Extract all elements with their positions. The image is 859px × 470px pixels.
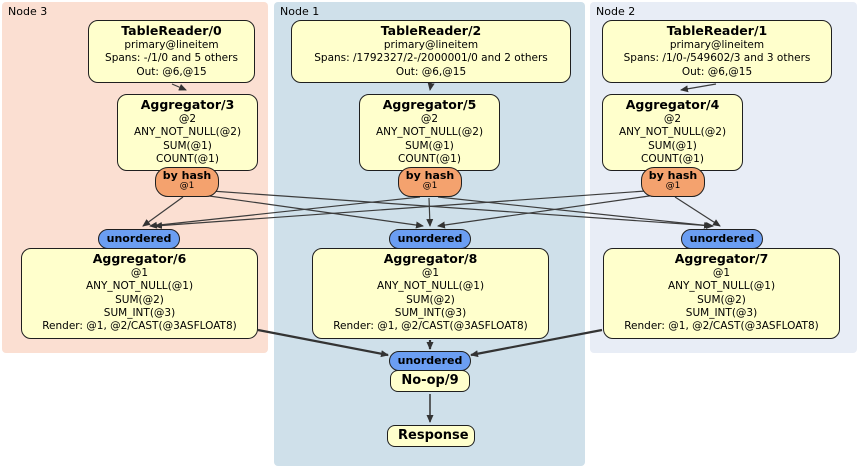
edge-hash4-uno1 [437, 193, 664, 229]
router-stream: @1 [179, 181, 195, 192]
router-by-hash-5: by hash @1 [398, 167, 462, 197]
processor-detail: Render: @1, @2/CAST(@3ASFLOAT8) [333, 320, 528, 333]
processor-aggregator-4: Aggregator/4 @2 ANY_NOT_NULL(@2) SUM(@1)… [602, 94, 743, 171]
processor-detail: ANY_NOT_NULL(@1) [667, 280, 776, 293]
sync-unordered-final: unordered [389, 351, 471, 371]
processor-detail: primary@lineitem [383, 38, 479, 51]
edge-hash5-uno1 [426, 197, 434, 227]
processor-aggregator-7: Aggregator/7 @1 ANY_NOT_NULL(@1) SUM(@2)… [603, 248, 840, 339]
router-stream: @1 [422, 181, 438, 192]
processor-detail: primary@lineitem [124, 38, 219, 51]
processor-detail: COUNT(@1) [398, 152, 461, 165]
processor-tablereader-1: TableReader/1 primary@lineitem Spans: /1… [602, 20, 832, 83]
router-label: by hash [162, 169, 212, 182]
edge-hash4-uno2 [674, 196, 721, 227]
edge-hash4-uno3 [154, 189, 661, 229]
processor-detail: Out: @6,@15 [136, 65, 207, 78]
router-by-hash-3: by hash @1 [155, 167, 219, 197]
processor-detail: SUM(@2) [115, 293, 164, 306]
region-node-2-label: Node 2 [596, 5, 636, 18]
edge-hash3-uno2 [196, 189, 714, 230]
edge-hash5-uno2 [437, 196, 712, 229]
processor-title: Aggregator/8 [383, 251, 478, 266]
processor-title: TableReader/1 [666, 23, 768, 38]
router-stream: @1 [665, 181, 681, 192]
processor-title: Aggregator/6 [92, 251, 187, 266]
processor-detail: @1 [421, 266, 440, 279]
router-label: by hash [405, 169, 455, 182]
processor-detail: Render: @1, @2/CAST(@3ASFLOAT8) [624, 320, 819, 333]
edge-agg7-unoB [470, 328, 603, 358]
processor-title: TableReader/2 [380, 23, 482, 38]
processor-aggregator-8: Aggregator/8 @1 ANY_NOT_NULL(@1) SUM(@2)… [312, 248, 549, 339]
processor-title: Aggregator/3 [140, 97, 235, 112]
processor-detail: Out: @6,@15 [395, 65, 467, 78]
edge-hash5-uno3 [149, 196, 421, 229]
edge-tr2-agg5 [427, 82, 435, 91]
region-node-3-label: Node 3 [8, 5, 48, 18]
processor-detail: SUM(@1) [405, 139, 454, 152]
processor-detail: Out: @6,@15 [681, 65, 753, 78]
processor-detail: @2 [663, 112, 682, 125]
processor-detail: @2 [178, 112, 197, 125]
edge-hash3-uno3 [142, 196, 184, 227]
processor-detail: COUNT(@1) [641, 152, 704, 165]
router-label: by hash [648, 169, 698, 182]
processor-detail: @1 [130, 266, 149, 279]
sync-unordered-node2: unordered [681, 229, 763, 249]
processor-detail: Spans: /1/0-/549602/3 and 3 others [623, 52, 811, 65]
processor-detail: SUM(@1) [163, 139, 212, 152]
processor-detail: ANY_NOT_NULL(@2) [375, 126, 484, 139]
processor-detail: primary@lineitem [669, 38, 765, 51]
processor-detail: ANY_NOT_NULL(@2) [133, 126, 242, 139]
processor-noop-9: No-op/9 [390, 370, 470, 392]
processor-detail: SUM(@1) [648, 139, 697, 152]
sync-unordered-node3: unordered [98, 229, 180, 249]
edge-hash3-uno1 [194, 193, 424, 229]
processor-title: Aggregator/4 [625, 97, 720, 112]
sync-unordered-node1: unordered [389, 229, 471, 249]
processor-tablereader-2: TableReader/2 primary@lineitem Spans: /1… [291, 20, 571, 83]
processor-detail: Spans: /1792327/2-/2000001/0 and 2 other… [314, 52, 548, 65]
processor-detail: ANY_NOT_NULL(@1) [376, 280, 485, 293]
router-by-hash-4: by hash @1 [641, 167, 705, 197]
processor-title: TableReader/0 [121, 23, 222, 38]
processor-detail: @1 [712, 266, 731, 279]
processor-detail: SUM_INT(@3) [103, 306, 176, 319]
processor-title: Aggregator/5 [382, 97, 477, 112]
processor-aggregator-6: Aggregator/6 @1 ANY_NOT_NULL(@1) SUM(@2)… [21, 248, 258, 339]
processor-detail: ANY_NOT_NULL(@2) [618, 126, 727, 139]
processor-detail: ANY_NOT_NULL(@1) [85, 280, 194, 293]
processor-detail: COUNT(@1) [156, 152, 219, 165]
processor-detail: SUM_INT(@3) [394, 306, 467, 319]
processor-detail: Render: @1, @2/CAST(@3ASFLOAT8) [42, 320, 237, 333]
processor-aggregator-5: Aggregator/5 @2 ANY_NOT_NULL(@2) SUM(@1)… [359, 94, 500, 171]
response-node: Response [387, 425, 475, 447]
edge-agg6-unoB [257, 328, 389, 358]
processor-detail: SUM(@2) [406, 293, 455, 306]
processor-detail: SUM_INT(@3) [685, 306, 758, 319]
processor-detail: Spans: -/1/0 and 5 others [105, 52, 238, 65]
processor-detail: @2 [420, 112, 439, 125]
edge-tr0-agg3 [171, 83, 187, 91]
processor-title: Aggregator/7 [674, 251, 769, 266]
processor-detail: SUM(@2) [697, 293, 746, 306]
region-node-1-label: Node 1 [280, 5, 320, 18]
processor-tablereader-0: TableReader/0 primary@lineitem Spans: -/… [88, 20, 255, 83]
processor-aggregator-3: Aggregator/3 @2 ANY_NOT_NULL(@2) SUM(@1)… [117, 94, 258, 171]
edge-tr1-agg4 [680, 83, 717, 93]
